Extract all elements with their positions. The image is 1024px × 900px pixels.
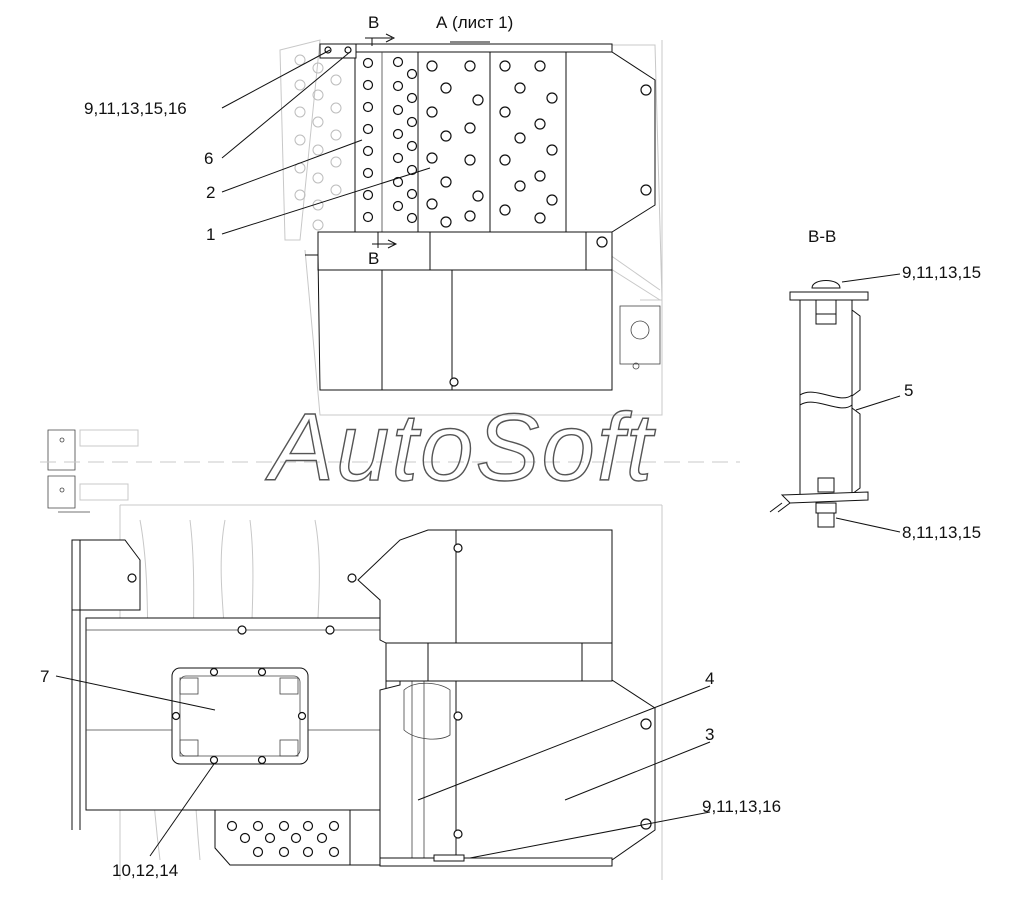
top-lower-bar <box>317 231 587 271</box>
top-rail <box>319 43 613 53</box>
callout-7: 7 <box>40 667 49 686</box>
top-plate-holes <box>362 56 558 228</box>
bottom-view <box>71 504 663 880</box>
bottom-rail <box>379 857 613 867</box>
callout-8-11-13-15: 8,11,13,15 <box>902 523 981 542</box>
section-mark-bottom: В <box>368 249 379 268</box>
callout-10-12-14: 10,12,14 <box>112 861 178 880</box>
leader-lines <box>55 49 901 859</box>
section-title: В-В <box>808 227 836 246</box>
part-3-plate <box>357 529 656 861</box>
step-plate <box>214 809 351 866</box>
top-box <box>381 269 613 391</box>
callout-3: 3 <box>705 725 714 744</box>
callout-1: 1 <box>206 225 215 244</box>
section-mark-top: В <box>368 13 379 32</box>
left-small-detail <box>40 429 740 513</box>
top-view <box>305 33 661 391</box>
part-7-cover <box>171 667 309 765</box>
callout-9-11-13-15: 9,11,13,15 <box>902 263 981 282</box>
callout-2: 2 <box>206 183 215 202</box>
section-bb <box>769 280 869 528</box>
callout-9-11-13-15-16: 9,11,13,15,16 <box>84 99 187 118</box>
callout-9-11-13-16: 9,11,13,16 <box>702 797 781 816</box>
callout-4: 4 <box>705 669 714 688</box>
section-line-top <box>365 37 392 46</box>
step-plate-holes <box>226 820 340 858</box>
view-a-label: А (лист 1) <box>436 13 513 32</box>
callout-6: 6 <box>204 149 213 168</box>
faint-holes-left <box>294 54 342 231</box>
bottom-horizontal-bar <box>385 642 613 682</box>
watermark: AutoSoft <box>265 394 656 501</box>
callout-5: 5 <box>904 381 913 400</box>
top-view-background <box>279 39 663 416</box>
